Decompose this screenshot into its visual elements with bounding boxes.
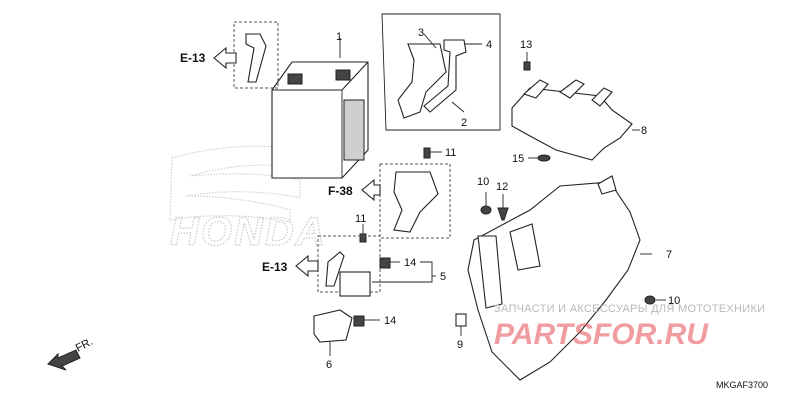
brand-outline-text: HONDA	[170, 210, 327, 254]
bolt-11-middle	[359, 224, 367, 243]
bolt-10-right	[644, 295, 666, 305]
label-part-6: 6	[326, 359, 332, 371]
label-part-11-top: 11	[445, 147, 456, 159]
fuse-14-lower	[353, 315, 365, 327]
label-part-10-right: 10	[668, 295, 680, 307]
drawing-code: MKGAF3700	[716, 380, 768, 390]
label-part-4: 4	[486, 39, 492, 51]
fuse-harness	[325, 251, 345, 287]
clip-15	[528, 154, 551, 162]
label-part-10-left: 10	[477, 176, 489, 188]
label-part-14-lower: 14	[384, 315, 396, 327]
clip-9	[455, 313, 467, 336]
watermark-line2: PARTSFOR.RU	[494, 318, 709, 351]
battery-tray	[511, 79, 640, 161]
ref-f38[interactable]: F-38	[328, 184, 353, 198]
ref-e13-bottom[interactable]: E-13	[262, 260, 288, 274]
section-ref-e13-bottom[interactable]	[295, 254, 319, 278]
bolt-11-top	[423, 147, 442, 159]
fuse-holder	[339, 271, 371, 297]
cable-assembly-box	[381, 13, 501, 131]
front-direction-arrow	[47, 349, 81, 371]
label-part-15: 15	[512, 153, 524, 165]
ref-e13-top[interactable]: E-13	[180, 51, 206, 65]
label-part-12: 12	[496, 181, 508, 193]
label-part-14-upper: 14	[404, 257, 416, 269]
label-part-11-middle: 11	[355, 213, 366, 225]
terminal-cover	[423, 39, 467, 113]
harness-connector	[393, 171, 439, 233]
label-part-1: 1	[336, 31, 342, 43]
battery-cable-terminal	[397, 43, 447, 119]
harness-detail-box	[379, 163, 451, 239]
fuse-14-upper	[379, 257, 391, 269]
label-part-9: 9	[457, 339, 463, 351]
label-part-3: 3	[418, 27, 424, 39]
battery-cable	[245, 33, 267, 83]
fuse-box-detail-box	[317, 235, 381, 293]
bolt-10-left	[480, 192, 492, 215]
front-label: FR.	[74, 336, 95, 355]
section-ref-f38[interactable]	[361, 178, 381, 202]
section-ref-e13-top[interactable]	[213, 46, 237, 70]
label-part-2: 2	[461, 117, 467, 129]
watermark-line1: ЗАПЧАСТИ И АКСЕССУАРЫ ДЛЯ МОТОТЕХНИКИ	[494, 303, 765, 315]
label-part-5: 5	[440, 271, 446, 283]
label-part-8: 8	[641, 125, 647, 137]
battery	[271, 38, 369, 179]
battery-cover	[467, 175, 652, 381]
bolt-13	[523, 52, 531, 71]
screw-12	[497, 194, 509, 221]
relay-6	[313, 309, 353, 356]
label-part-13: 13	[520, 39, 532, 51]
label-part-7: 7	[666, 249, 672, 261]
